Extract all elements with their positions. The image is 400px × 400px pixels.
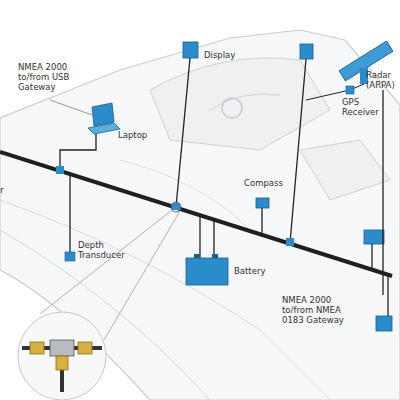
device-icon: [364, 230, 384, 244]
helm-wheel: [222, 98, 242, 118]
drop-cable: [290, 59, 306, 243]
tee-connector: [286, 238, 294, 246]
drop-cable: [371, 244, 372, 270]
device-label: Compass: [244, 178, 292, 188]
device-label: Depth Transducer: [78, 240, 132, 260]
drop-cable: [199, 215, 200, 258]
boat-hull: [0, 30, 400, 400]
drop-cable: [69, 174, 70, 252]
device-node: NMEA 2000 to/from NMEA 0183 Gateway: [282, 295, 398, 325]
device-label: Radar (ARPA): [366, 70, 400, 90]
windscreen: [210, 94, 280, 110]
drop-cable: [176, 58, 190, 207]
hull-line: [0, 230, 210, 400]
network-cable: [382, 90, 383, 295]
battery-icon: [186, 258, 228, 285]
drop-cable: [261, 208, 262, 234]
radar-display: [300, 44, 313, 59]
inset-circle: [18, 312, 106, 400]
connector-plug: [56, 356, 68, 370]
device-node: NMEA 2000 to/from USB Gateway: [18, 62, 80, 92]
device-label: GPS Receiver: [342, 97, 392, 117]
leader-line: [104, 211, 180, 340]
drop-cable: [387, 275, 388, 316]
transducer-icon: [65, 252, 75, 261]
gateway-icon: [376, 316, 392, 331]
device-node: Compass: [244, 178, 292, 188]
laptop-screen: [92, 103, 114, 126]
tee-body: [50, 340, 74, 356]
nmea-backbone: [0, 152, 392, 276]
device-node: Depth Transducer: [78, 240, 132, 260]
tee-connector: [56, 166, 64, 174]
leader-line: [50, 100, 92, 115]
drop-cable: [60, 134, 96, 171]
laptop-keyboard: [88, 123, 120, 134]
device-label: NMEA 2000 to/from USB Gateway: [18, 62, 80, 92]
battery-terminal: [212, 254, 218, 258]
drop-cable: [213, 220, 214, 258]
aft-deck: [300, 140, 390, 200]
magnify-marker: [171, 202, 181, 212]
connector-plug: [78, 342, 92, 354]
tee-connector: [172, 203, 180, 210]
device-label: NMEA 2000 to/from NMEA 0183 Gateway: [282, 295, 344, 325]
device-node: Battery: [234, 266, 278, 276]
fragment-label: r: [0, 185, 4, 195]
leader-line: [40, 210, 172, 314]
device-label: Display: [204, 50, 248, 60]
cabin-top: [150, 58, 330, 150]
deck-line: [0, 200, 330, 400]
battery-terminal: [194, 254, 200, 258]
device-node: Laptop: [118, 130, 162, 140]
device-node: Display: [204, 50, 248, 60]
device-label: Laptop: [118, 130, 162, 140]
compass-icon: [256, 198, 269, 208]
connector-plug: [30, 342, 44, 354]
device-label: Battery: [234, 266, 278, 276]
gps-icon: [346, 86, 354, 94]
device-node: GPS Receiver: [342, 97, 392, 117]
device-node: Radar (ARPA): [366, 70, 400, 90]
display-icon: [183, 42, 198, 58]
